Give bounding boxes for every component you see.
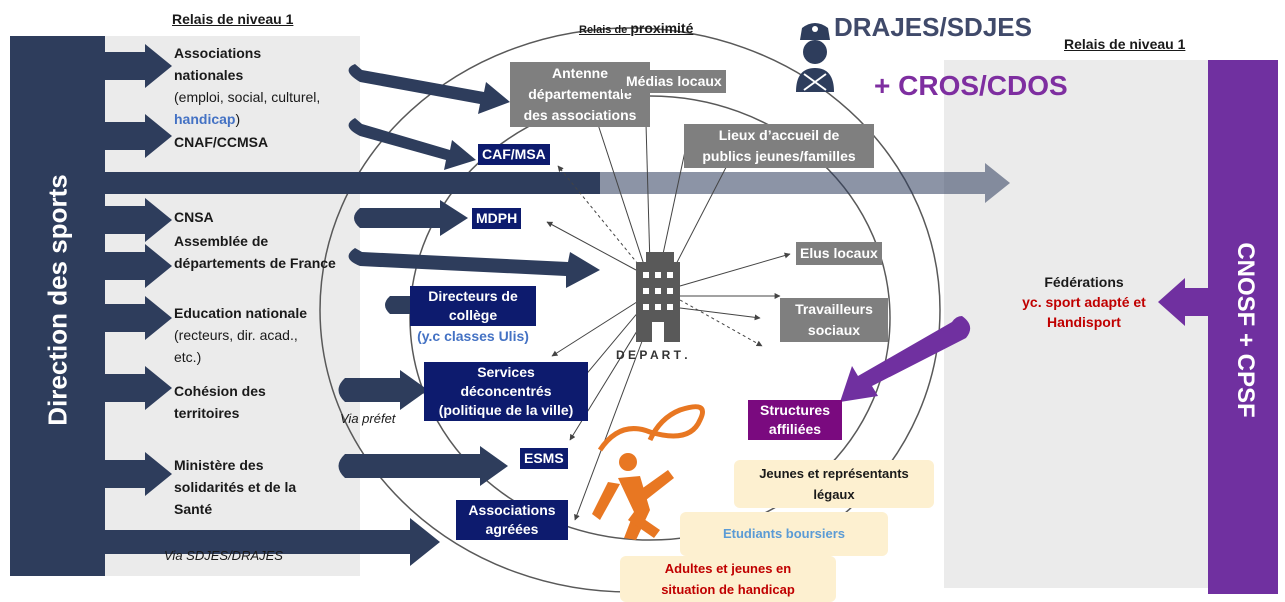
lieux-accueil-box: Lieux d’accueil de publics jeunes/famill… bbox=[684, 124, 874, 168]
right-relais-header: Relais de niveau 1 bbox=[1064, 36, 1186, 52]
associations-agreees-box: Associations agréées bbox=[456, 500, 568, 540]
direction-sports-bar bbox=[10, 36, 105, 576]
jeunes-representants-box: Jeunes et représentants légaux bbox=[734, 460, 934, 508]
mdph-box: MDPH bbox=[472, 208, 522, 229]
left-block-arrows bbox=[100, 44, 440, 566]
left-item-assemblee: Assemblée de départements de France bbox=[174, 233, 336, 271]
elus-locaux-box: Elus locaux bbox=[796, 242, 882, 265]
department-building-icon bbox=[636, 252, 680, 342]
medias-locaux-box: Médias locaux bbox=[622, 70, 726, 93]
official-person-icon bbox=[796, 23, 834, 92]
via-sdjes-label: Via SDJES/DRAJES bbox=[164, 548, 283, 563]
rays bbox=[546, 87, 791, 521]
left-item-ministere: Ministère des solidarités et de la Santé bbox=[174, 457, 297, 517]
curved-arrows bbox=[338, 64, 600, 486]
purple-arrows bbox=[840, 278, 1210, 402]
left-relais-header: Relais de niveau 1 bbox=[172, 11, 294, 27]
structures-affiliees-box: Structures affiliées bbox=[748, 400, 842, 440]
left-item-cnsa: CNSA bbox=[174, 209, 214, 225]
directeurs-college-group: Directeurs de collège (y.c classes Ulis) bbox=[410, 286, 536, 346]
left-item-associations: Associations nationales (emploi, social,… bbox=[174, 45, 321, 127]
cnosf-cpsf-bar bbox=[1208, 60, 1278, 594]
left-item-cnaf: CNAF/CCMSA bbox=[174, 134, 269, 150]
esms-box: ESMS bbox=[520, 448, 568, 469]
etudiants-boursiers-box: Etudiants boursiers bbox=[680, 512, 888, 556]
left-item-education: Education nationale (recteurs, dir. acad… bbox=[174, 305, 308, 365]
caf-msa-box: CAF/MSA bbox=[478, 144, 550, 165]
adultes-handicap-box: Adultes et jeunes en situation de handic… bbox=[620, 556, 836, 602]
services-deconcentres-box: Services déconcentrés (politique de la v… bbox=[424, 362, 588, 421]
gymnast-icon bbox=[592, 404, 705, 540]
ulis-note: (y.c classes Ulis) bbox=[417, 328, 529, 344]
federations-block: Fédérations yc. sport adapté et Handispo… bbox=[1022, 274, 1146, 330]
cros-cdos-title: + CROS/CDOS bbox=[874, 70, 1068, 101]
left-item-cohesion: Cohésion des territoires bbox=[174, 383, 266, 421]
directeurs-college-box: Directeurs de collège bbox=[410, 286, 536, 326]
right-background-panel bbox=[944, 60, 1214, 588]
drajes-sdjes-title: DRAJES/SDJES bbox=[834, 12, 1032, 42]
travailleurs-sociaux-box: Travailleurs sociaux bbox=[780, 298, 888, 342]
relais-proximite-header: Relais de proximité bbox=[579, 20, 694, 36]
via-prefet-label: Via préfet bbox=[340, 411, 396, 426]
depart-label: D E P A R T . bbox=[616, 348, 688, 362]
via-sdjes-arrow bbox=[100, 518, 440, 566]
